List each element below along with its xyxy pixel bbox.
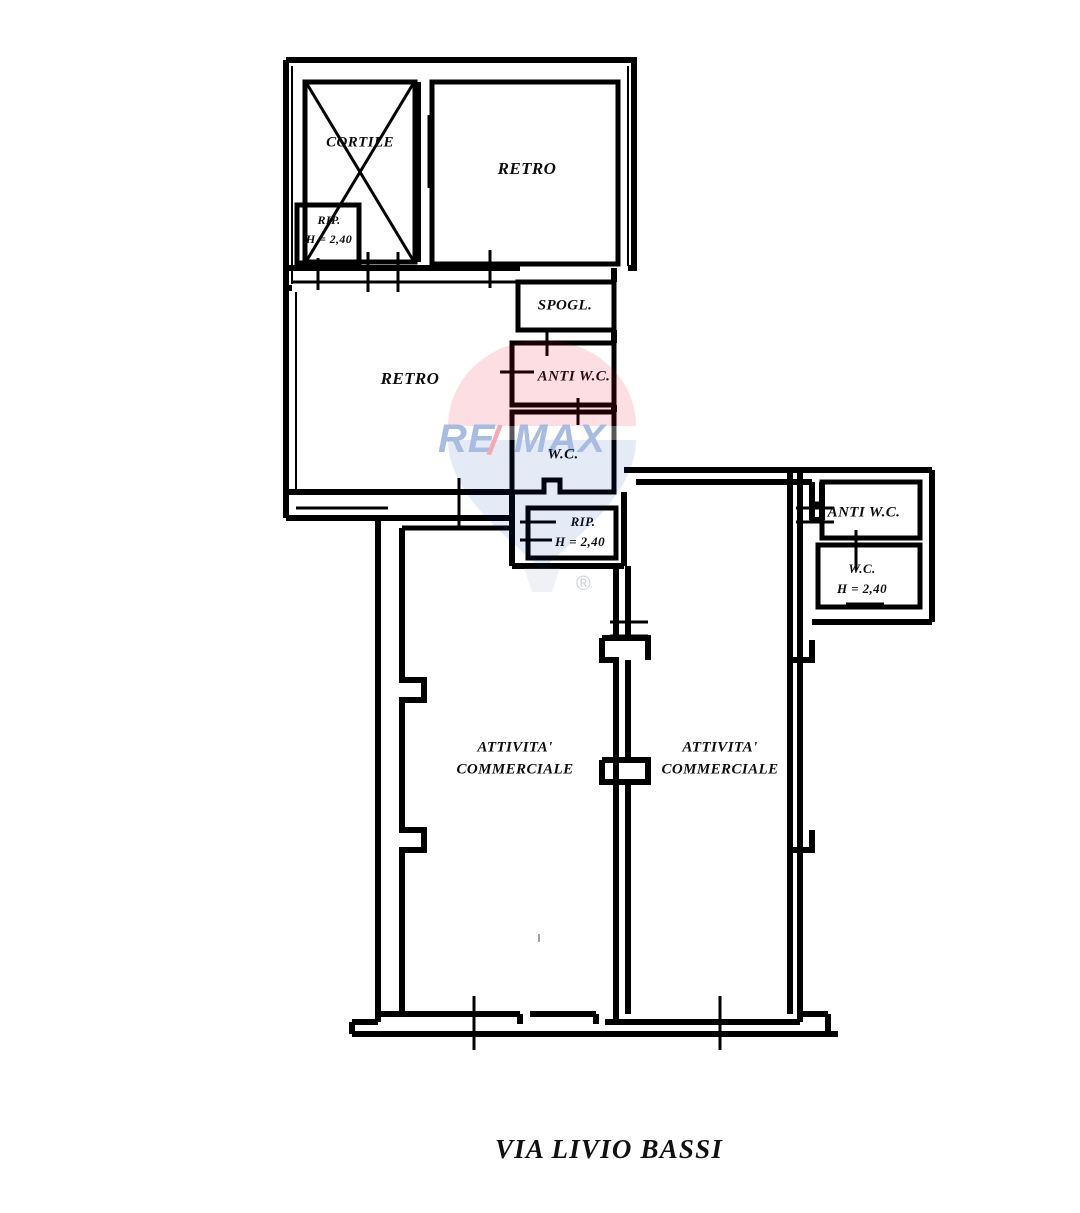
room-label-attivita-right-line1: ATTIVITA' — [681, 739, 757, 755]
room-label-attivita-left-line1: ATTIVITA' — [476, 739, 552, 755]
room-note-wc-right-height: H = 2,40 — [836, 581, 887, 596]
room-label-wc-center: W.C. — [547, 446, 578, 462]
wall-group-lower — [349, 515, 838, 1037]
wall-group-retro-mid — [283, 288, 512, 521]
room-anti-wc-right-walls — [809, 479, 923, 541]
room-rip-center-walls — [525, 505, 619, 561]
room-label-anti-wc-right: ANTI W.C. — [827, 504, 901, 520]
room-label-wc-right: W.C. — [848, 561, 875, 576]
room-wc-center-walls — [509, 409, 617, 495]
room-anti-wc-center-walls — [509, 340, 617, 408]
wall-right-unit — [624, 467, 932, 1014]
room-label-rip-top: RIP. — [316, 213, 340, 227]
door-ticks-upper — [316, 250, 492, 292]
room-label-attivita-right-line2: COMMERCIALE — [662, 761, 779, 777]
room-label-cortile: CORTILE — [326, 134, 394, 150]
wall-center-divider — [599, 566, 651, 1022]
room-label-retro-mid: RETRO — [380, 369, 440, 388]
room-wc-right-walls — [815, 542, 923, 610]
corridor-strip-upper — [417, 82, 431, 262]
street-name-label: VIA LIVIO BASSI — [495, 1134, 723, 1164]
room-label-anti-wc-center: ANTI W.C. — [537, 368, 611, 384]
room-note-rip-top-height: H = 2,40 — [305, 232, 352, 246]
wall-group-upper — [283, 57, 637, 288]
wall-upper-bottom — [286, 265, 520, 291]
room-note-rip-center-height: H = 2,40 — [554, 534, 605, 549]
room-label-attivita-left-line2: COMMERCIALE — [457, 761, 574, 777]
room-retro-top-walls — [429, 79, 621, 267]
door-ticks-right — [796, 506, 884, 606]
room-label-rip-center: RIP. — [570, 514, 596, 529]
cortile-cross-hatch — [305, 83, 415, 261]
room-spogl-walls — [515, 279, 617, 333]
door-ticks-lower — [472, 620, 722, 1050]
room-rip-top-walls — [294, 202, 362, 266]
room-label-retro-top: RETRO — [497, 159, 557, 178]
room-label-spogl: SPOGL. — [538, 297, 592, 313]
